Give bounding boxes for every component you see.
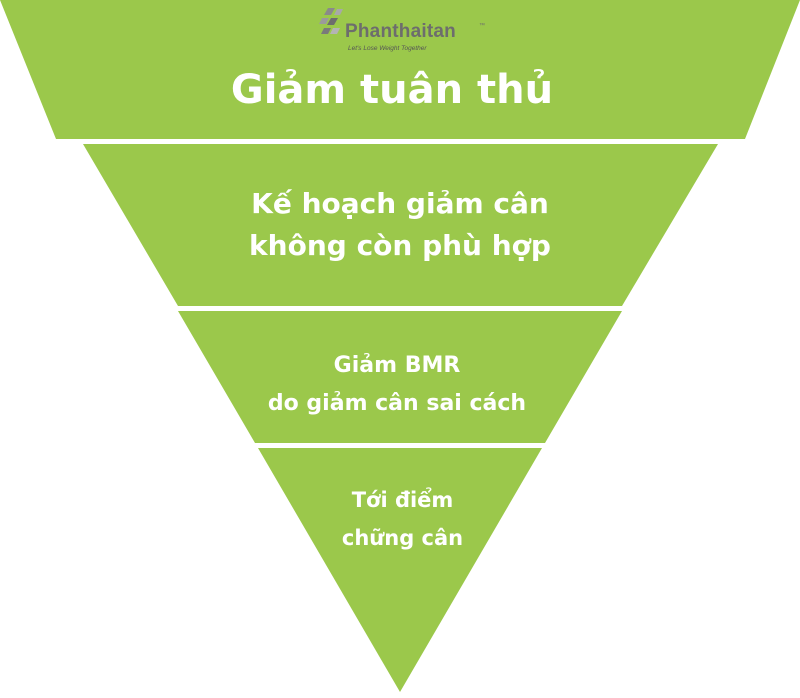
brand-logo: Phanthaitan ™ Let's Lose Weight Together xyxy=(318,6,494,56)
tier-4-line-2: chững cân xyxy=(341,526,464,550)
logo-name: Phanthaitan xyxy=(345,21,456,42)
tier-3-line-2: do giảm cân sai cách xyxy=(267,391,527,416)
tier-4-line-1: Tới điểm xyxy=(351,488,454,512)
tier-1-line-1: Giảm tuân thủ xyxy=(230,67,554,113)
tier-4-label: Tới điểm chững cân xyxy=(0,481,800,557)
logo-slogan: Let's Lose Weight Together xyxy=(348,45,427,52)
tier-4-shape xyxy=(258,448,542,692)
tier-3-line-1: Giảm BMR xyxy=(333,353,461,378)
tier-1-shape xyxy=(0,0,800,139)
tier-2-line-2: không còn phù hợp xyxy=(249,229,551,262)
logo-mark-icon xyxy=(319,8,343,34)
tier-2-label: Kế hoạch giảm cân không còn phù hợp xyxy=(0,183,800,267)
tier-3-label: Giảm BMR do giảm cân sai cách xyxy=(0,347,794,423)
logo-trademark: ™ xyxy=(479,23,485,29)
tier-1-label: Giảm tuân thủ xyxy=(0,62,784,118)
tier-2-shape xyxy=(83,144,718,306)
tier-2-line-1: Kế hoạch giảm cân xyxy=(251,187,549,220)
tier-3-shape xyxy=(178,311,622,443)
